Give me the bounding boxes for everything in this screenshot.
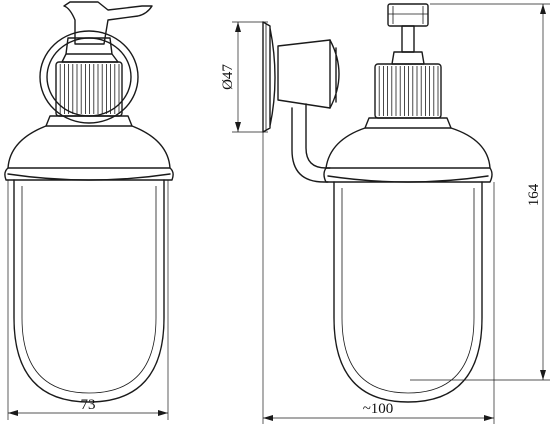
diameter-dimension: Ø47 <box>220 21 268 133</box>
front-glass <box>13 179 165 403</box>
side-width-label: ~100 <box>363 401 394 417</box>
side-wall-plate <box>262 21 276 133</box>
side-pump-collar <box>391 51 425 65</box>
front-nut-ribs <box>59 64 120 114</box>
side-ribbed-nut <box>374 63 442 119</box>
front-width-dimension: 73 <box>7 180 169 420</box>
front-mount-ring-outer <box>39 30 139 124</box>
front-pump-head <box>63 1 153 45</box>
front-view <box>4 1 174 403</box>
side-view <box>262 3 493 403</box>
front-mount-ring-inner <box>46 37 132 117</box>
side-width-dimension: ~100 <box>262 132 495 424</box>
side-pump-stem <box>401 25 415 53</box>
height-dimension: 164 <box>410 3 550 381</box>
side-mount-boss <box>277 39 331 109</box>
height-label: 164 <box>526 183 542 206</box>
front-rim-lower <box>7 173 171 181</box>
side-glass-inner <box>341 188 475 394</box>
side-glass <box>333 181 483 403</box>
diameter-label: Ø47 <box>220 64 236 90</box>
front-bowl-top <box>7 125 171 169</box>
front-rim <box>4 167 174 181</box>
front-neck <box>45 115 133 127</box>
side-mount-cap <box>329 39 340 109</box>
side-pump-cap <box>387 3 429 27</box>
front-glass-inner <box>21 186 157 394</box>
front-width-label: 73 <box>81 397 96 413</box>
side-neck <box>364 117 452 129</box>
front-ribbed-nut <box>55 61 123 117</box>
side-rim-lower <box>327 175 489 183</box>
side-rim <box>323 167 493 183</box>
side-nut-ribs <box>378 66 439 116</box>
side-bowl-top <box>325 127 491 169</box>
